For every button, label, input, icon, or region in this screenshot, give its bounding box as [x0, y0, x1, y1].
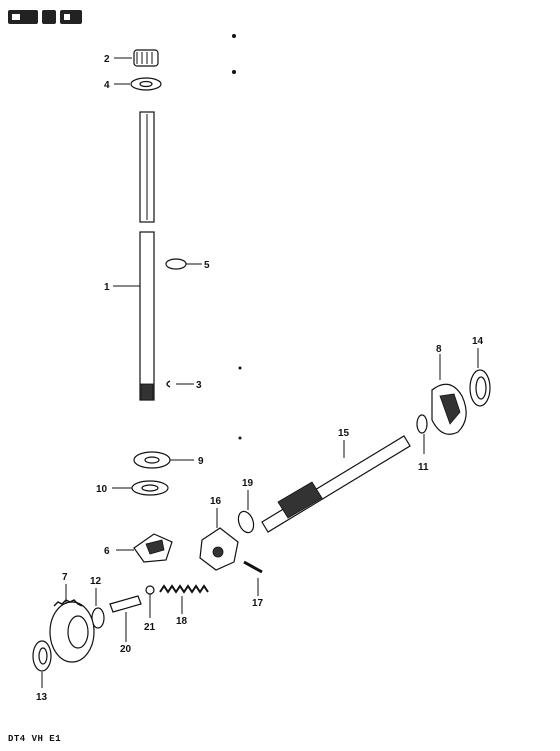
callout-1: 1	[104, 282, 110, 293]
part-11-washer	[416, 414, 428, 454]
part-21-ball	[145, 585, 155, 618]
callout-21: 21	[144, 622, 156, 633]
part-15-prop-shaft	[261, 435, 411, 533]
callout-13: 13	[36, 692, 48, 703]
callout-19: 19	[242, 478, 254, 489]
callout-15: 15	[338, 428, 350, 439]
callout-3: 3	[196, 380, 202, 391]
part-4-washer	[114, 77, 162, 91]
callout-12: 12	[90, 576, 102, 587]
part-8-reverse-gear	[431, 354, 467, 435]
diagram-code: DT4 VH E1	[8, 734, 62, 744]
part-5-clip	[165, 258, 202, 270]
callout-14: 14	[472, 336, 484, 347]
part-14-shim	[469, 348, 491, 407]
part-20-push-rod	[109, 595, 142, 642]
callout-17: 17	[252, 598, 264, 609]
part-9-washer	[133, 451, 194, 469]
callout-8: 8	[436, 344, 442, 355]
callout-7: 7	[62, 572, 68, 583]
part-7-forward-gear	[49, 584, 95, 663]
part-1-driveshaft	[113, 111, 155, 401]
part-13-shim	[32, 640, 52, 688]
part-12-washer	[91, 588, 105, 629]
part-17-pin	[243, 560, 263, 596]
callout-6: 6	[104, 546, 110, 557]
part-18-spring	[159, 584, 209, 614]
part-16-clutch	[199, 508, 239, 571]
callout-5: 5	[204, 260, 210, 271]
callout-11: 11	[418, 462, 429, 473]
part-2-pinion	[114, 49, 159, 67]
callout-16: 16	[210, 496, 222, 507]
callout-2: 2	[104, 54, 110, 65]
part-10-washer	[112, 480, 169, 496]
callout-18: 18	[176, 616, 188, 627]
callout-10: 10	[96, 484, 108, 495]
callout-4: 4	[104, 80, 110, 91]
part-3-clip	[166, 380, 194, 388]
callout-20: 20	[120, 644, 132, 655]
callout-9: 9	[198, 456, 204, 467]
brand-logo	[8, 10, 82, 24]
part-19-washer	[237, 490, 255, 534]
part-6-bevel-gear	[116, 533, 173, 563]
